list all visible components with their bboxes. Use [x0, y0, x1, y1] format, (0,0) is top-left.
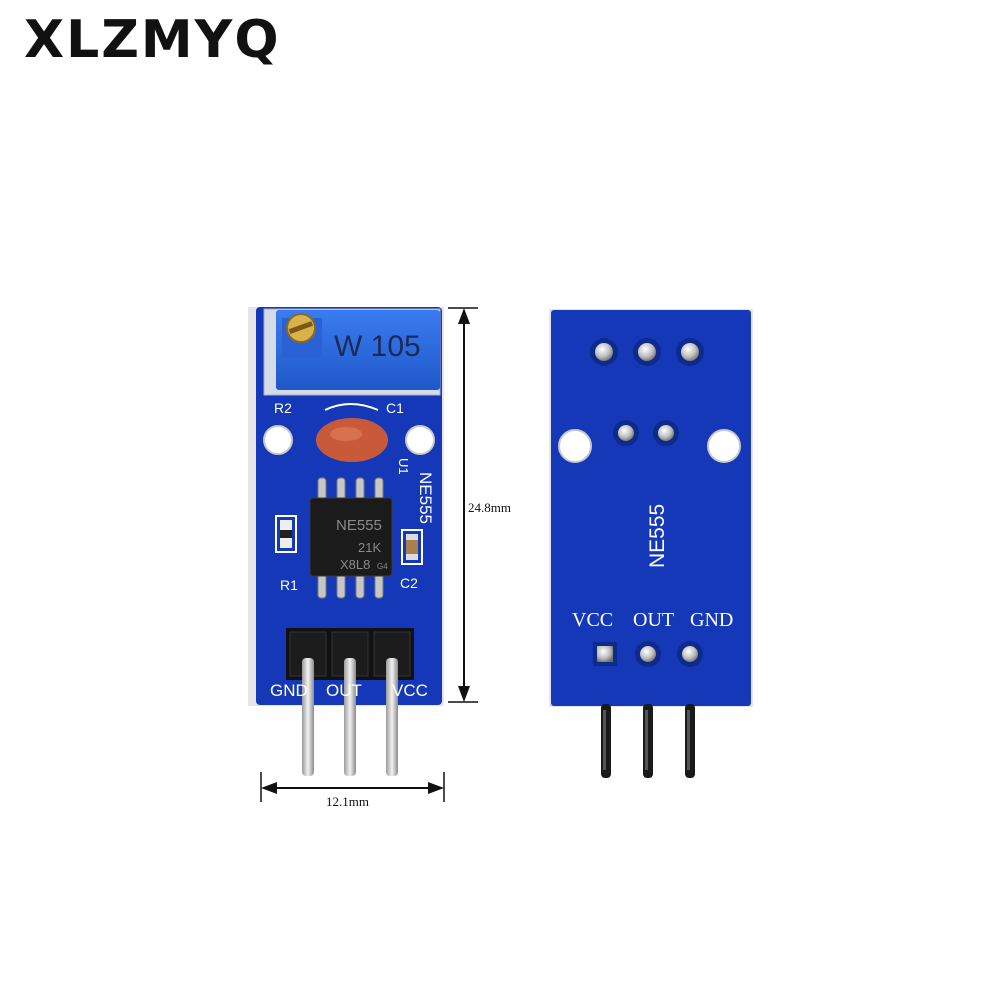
- chip-line-3-small: G4: [377, 562, 388, 571]
- silk-c2: C2: [400, 575, 418, 591]
- solder-pad: [681, 343, 699, 361]
- chip-line-2: 21K: [358, 540, 381, 555]
- silk-pin-vcc-front: VCC: [392, 681, 428, 700]
- back-pcb: [551, 310, 751, 706]
- solder-pad: [595, 343, 613, 361]
- dimension-arrow-icon: [260, 772, 445, 802]
- width-dimension-label: 12.1mm: [326, 794, 369, 809]
- mount-hole: [405, 425, 435, 455]
- solder-pad: [618, 425, 634, 441]
- chip-line-1: NE555: [336, 517, 382, 534]
- resistor-r1: [275, 515, 297, 553]
- silk-ne555-front: NE555: [416, 472, 435, 524]
- solder-pad: [638, 343, 656, 361]
- pin-header-icon: [601, 704, 695, 778]
- brand-logo: XLZMYQ: [24, 10, 281, 70]
- silk-r1: R1: [280, 577, 298, 593]
- solder-pad: [640, 646, 656, 662]
- silk-c1: C1: [386, 400, 404, 416]
- mount-hole: [263, 425, 293, 455]
- capacitor-c2: [401, 529, 423, 565]
- ic-chip-icon: NE555 21K X8L8 G4: [309, 477, 393, 599]
- silk-r2: R2: [274, 400, 292, 416]
- silk-pin-gnd-front: GND: [270, 681, 308, 700]
- silk-pin-out-front: OUT: [326, 681, 362, 700]
- dimension-arrow-icon: [448, 307, 478, 703]
- silk-u1: U1: [396, 458, 411, 475]
- silk-pin-gnd-back: GND: [690, 609, 733, 631]
- height-dimension-label: 24.8mm: [468, 500, 511, 515]
- chip-line-3: X8L8: [340, 557, 370, 572]
- trimmer-label: W 105: [334, 330, 421, 363]
- mount-hole: [707, 429, 741, 463]
- silk-pin-vcc-back: VCC: [572, 609, 613, 631]
- silk-ne555-back: NE555: [646, 504, 669, 568]
- solder-pad-square: [597, 646, 613, 662]
- pin-header-icon: [286, 628, 414, 776]
- solder-pad: [658, 425, 674, 441]
- silk-pin-out-back: OUT: [633, 609, 674, 631]
- potentiometer-icon: W 105: [263, 308, 441, 396]
- solder-pad: [682, 646, 698, 662]
- mount-hole: [558, 429, 592, 463]
- front-board: W 105 R2 C1 U1 NE555: [248, 307, 444, 776]
- capacitor-icon: [316, 403, 388, 462]
- back-board: NE555 VCC OUT GND: [549, 309, 753, 707]
